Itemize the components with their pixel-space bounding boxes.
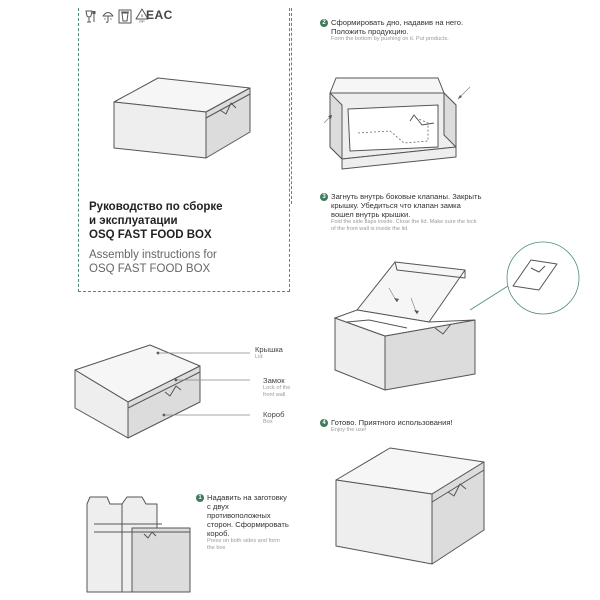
recycle-triangle-icon: 5 PP <box>135 8 149 24</box>
part-box-label: Короб Box <box>263 410 285 425</box>
step2-open-box-image <box>323 77 471 170</box>
recycle-bin-icon <box>118 9 132 24</box>
svg-text:PP: PP <box>139 19 145 24</box>
step3-closing-box-image <box>333 241 580 391</box>
box-closed-hero-image <box>113 77 251 159</box>
title-frame <box>78 8 290 292</box>
step1-flat-blank-image <box>86 496 191 593</box>
step-4-badge: 4 <box>320 419 328 427</box>
umbrella-icon <box>102 12 114 23</box>
step4-closed-box-image <box>335 447 485 565</box>
wine-glass-fork-icon <box>85 10 96 23</box>
lock-detail-zoom <box>506 241 580 315</box>
eac-mark: EAC <box>146 8 173 22</box>
svg-text:5: 5 <box>141 13 144 18</box>
step-2-badge: 2 <box>320 19 328 27</box>
page-title-ru: Руководство по сборке и эксплуатации OSQ… <box>89 201 223 241</box>
part-lid-label: Крышка Lid <box>255 345 283 360</box>
part-lock-label: Замок Lock of the front wall <box>263 376 291 398</box>
step-1-badge: 1 <box>196 494 204 502</box>
page-title-en: Assembly instructions for OSQ FAST FOOD … <box>89 249 217 275</box>
header-icons: 5 PP <box>85 8 149 24</box>
box-parts-diagram <box>74 344 250 439</box>
divider-line <box>291 8 292 204</box>
step-3-badge: 3 <box>320 193 328 201</box>
